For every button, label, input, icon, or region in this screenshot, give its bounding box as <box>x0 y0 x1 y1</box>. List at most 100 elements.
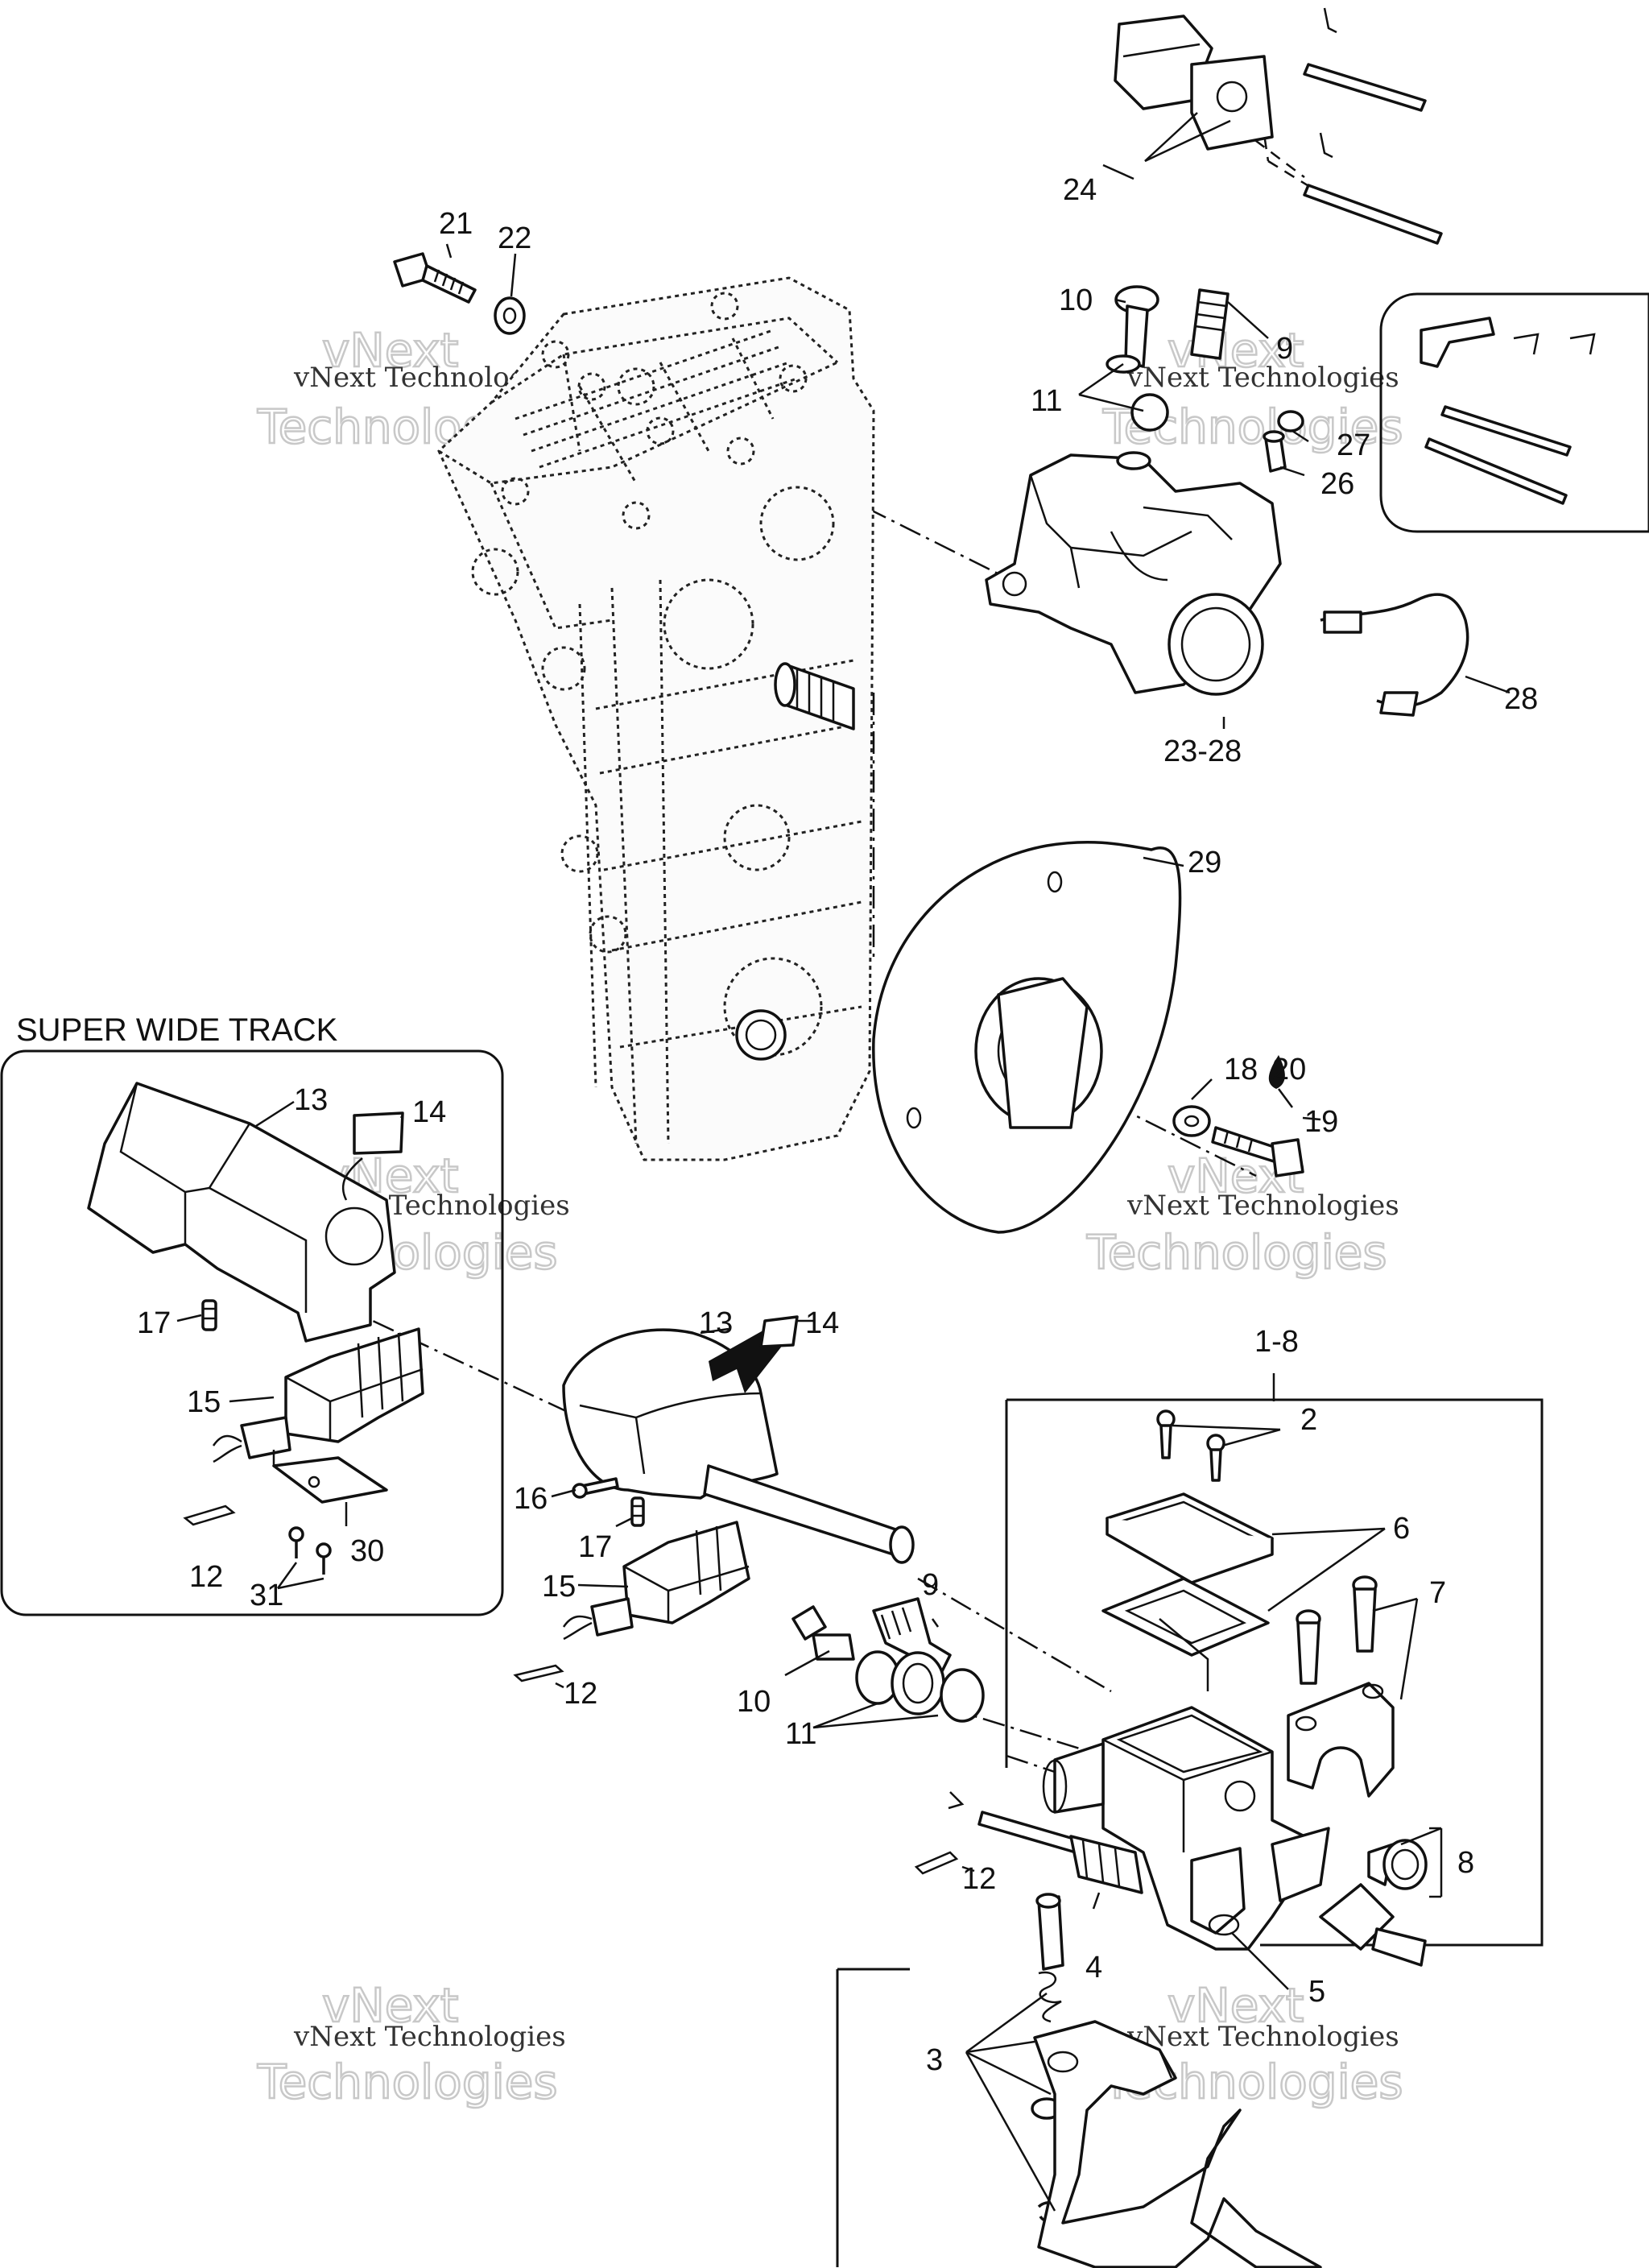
callout-31: 31 <box>250 1579 283 1612</box>
callout-8: 8 <box>1457 1846 1474 1880</box>
brake-light-switch <box>212 1327 424 1463</box>
sealing-washers <box>1106 354 1169 470</box>
brake-light-switch-cover-wide <box>87 1082 396 1343</box>
watermark-caption: vNext Technologies <box>1126 1190 1399 1222</box>
watermark-big-line1: vNext <box>322 323 458 378</box>
callout-2: 2 <box>1300 1403 1317 1437</box>
callout-27: 27 <box>1337 428 1370 462</box>
watermark-big-line2: Technologies <box>257 2055 558 2109</box>
mounting-screws <box>288 1526 332 1575</box>
watermark-big-line2: Technologies <box>1086 1225 1387 1280</box>
cotter-pin <box>914 1851 959 1875</box>
brake-pads <box>1114 7 1443 245</box>
callout-13-panel: 13 <box>294 1083 328 1117</box>
caliper-bolt <box>393 252 477 304</box>
callout-11-master: 11 <box>785 1717 816 1751</box>
watermark-big-line1: vNext <box>1168 323 1304 378</box>
callout-20: 20 <box>1272 1053 1306 1086</box>
clamp-screws <box>1296 1575 1378 1685</box>
sealing-washers <box>855 1650 985 1723</box>
thread-locker-drop-icon <box>1268 1055 1285 1089</box>
callout-24: 24 <box>1063 173 1097 207</box>
washer <box>494 296 526 335</box>
callout-16: 16 <box>514 1482 548 1516</box>
panel-frame <box>0 1049 504 1616</box>
watermark: vNext Technologies vNext Technologies <box>256 1977 566 2111</box>
panel-title: SUPER WIDE TRACK <box>16 1012 338 1048</box>
bleeder-screw <box>1263 430 1287 473</box>
callout-labels: 1-8 2 3 4 5 6 7 8 9 9 10 10 11 11 12 12 … <box>137 173 1538 2077</box>
disc-washer <box>1172 1105 1211 1137</box>
callout-6: 6 <box>1393 1512 1410 1546</box>
watermark-big-line1: vNext <box>322 1978 458 2033</box>
brake-caliper <box>985 453 1282 696</box>
callout-3: 3 <box>926 2043 943 2077</box>
callout-leaders <box>445 112 1511 2212</box>
callout-21: 21 <box>439 207 473 241</box>
bleeder-cap <box>1277 410 1304 432</box>
callout-28: 28 <box>1504 682 1538 716</box>
brake-lever <box>1033 2020 1322 2268</box>
callout-12-master: 12 <box>962 1862 996 1896</box>
callout-22: 22 <box>498 221 531 255</box>
set-screw <box>201 1299 217 1331</box>
callout-14-center: 14 <box>805 1306 839 1340</box>
cover-screw <box>572 1477 619 1499</box>
banjo-bolt <box>791 1605 855 1661</box>
brake-hose <box>1320 593 1469 717</box>
decal <box>759 1315 799 1348</box>
callout-13-center: 13 <box>699 1306 733 1340</box>
callout-5: 5 <box>1308 1975 1325 2009</box>
set-screw <box>630 1496 645 1527</box>
callout-9-caliper: 9 <box>1276 332 1293 366</box>
spare-parts-bubble <box>1379 292 1649 533</box>
switch-bracket <box>272 1450 388 1504</box>
reservoir-screws <box>1156 1409 1225 1482</box>
chaincase-housing <box>437 276 875 1161</box>
callout-11-caliper: 11 <box>1031 384 1062 418</box>
hose-fitting <box>872 1597 952 1673</box>
piston-assembly <box>948 1791 1143 1894</box>
watermark-caption: vNext Technologies <box>1126 362 1399 394</box>
watermark-caption: vNext Technologies <box>293 2021 566 2053</box>
handlebar-clamp <box>1287 1682 1395 1798</box>
disc-bolt <box>1211 1126 1304 1177</box>
reservoir-diaphragm <box>1101 1577 1270 1691</box>
callout-17-center: 17 <box>578 1530 612 1564</box>
callout-15-panel: 15 <box>187 1385 221 1419</box>
brake-light-switch <box>562 1521 750 1641</box>
callout-18: 18 <box>1224 1053 1258 1086</box>
brake-switch-components <box>1319 1839 1428 1967</box>
callout-4: 4 <box>1085 1951 1102 1984</box>
callout-15-center: 15 <box>542 1570 576 1604</box>
callout-29: 29 <box>1188 846 1221 879</box>
callout-1-8: 1-8 <box>1254 1325 1299 1359</box>
callout-10-master: 10 <box>737 1685 771 1719</box>
callout-12-center: 12 <box>564 1677 597 1711</box>
callout-30: 30 <box>350 1534 384 1568</box>
super-wide-track-panel: SUPER WIDE TRACK <box>0 1012 504 1616</box>
watermark-caption: vNext Technologies <box>1126 2021 1399 2053</box>
callout-23-28: 23-28 <box>1163 735 1242 768</box>
watermark-big-line1: vNext <box>1168 1978 1304 2033</box>
hose-fitting <box>1190 288 1230 360</box>
callout-10-caliper: 10 <box>1059 284 1093 317</box>
callout-7: 7 <box>1429 1576 1446 1610</box>
master-cylinder-body <box>1042 1706 1330 1951</box>
assembly-axis-lines <box>337 80 1321 1790</box>
decal <box>341 1111 404 1201</box>
cotter-pin <box>183 1504 236 1526</box>
reservoir-cover <box>1106 1492 1274 1584</box>
callout-9-master: 9 <box>922 1568 939 1602</box>
callout-26: 26 <box>1320 467 1354 501</box>
brake-disc <box>872 840 1182 1234</box>
chaincase-lower-spline <box>735 1009 787 1061</box>
callout-17-panel: 17 <box>137 1306 171 1340</box>
chaincase-output-shaft <box>774 662 855 730</box>
banjo-bolt <box>1114 285 1159 368</box>
cotter-pin <box>513 1664 564 1682</box>
callout-14-panel: 14 <box>412 1095 446 1129</box>
callout-19: 19 <box>1304 1105 1338 1139</box>
callout-12-panel: 12 <box>189 1560 223 1594</box>
